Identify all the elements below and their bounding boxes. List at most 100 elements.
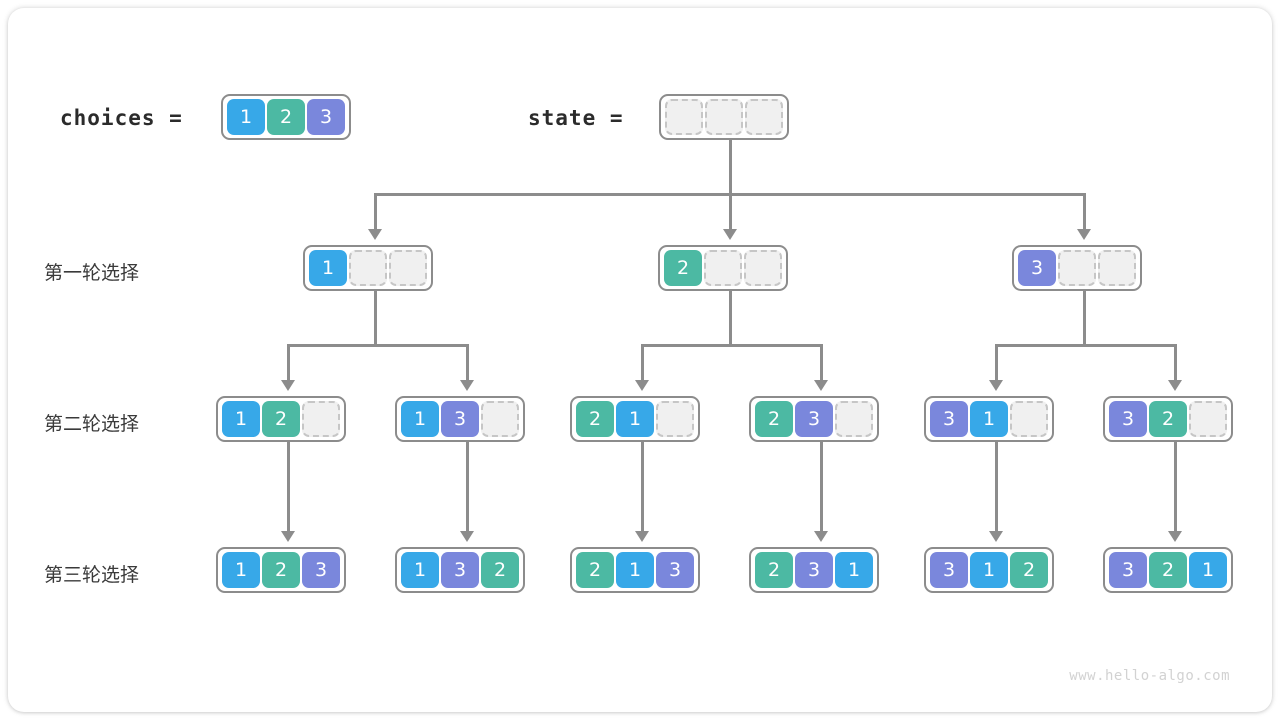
connector-arrow [635,531,649,542]
connector-line [1083,291,1086,345]
round2-node5-cell-2: 1 [970,401,1008,437]
connector-arrow [814,531,828,542]
connector-arrow [1168,380,1182,391]
round2-node4-cell-1: 2 [755,401,793,437]
connector-arrow [989,380,1003,391]
round3-node6-cell-2: 2 [1149,552,1187,588]
connector-line [288,344,469,347]
node-round1-1: 1 [303,245,433,291]
round3-node3-cell-2: 1 [616,552,654,588]
node-round1-2: 2 [658,245,788,291]
choices-label: choices = [60,106,183,130]
connector-arrow [723,229,737,240]
round1-node3-cell-3 [1098,250,1136,286]
round1-node2-cell-1: 2 [664,250,702,286]
row-label-round-3: 第三轮选择 [44,564,140,586]
state-array [659,94,789,140]
round3-node2-cell-2: 3 [441,552,479,588]
round3-node5-cell-3: 2 [1010,552,1048,588]
watermark: www.hello-algo.com [1069,668,1230,684]
round2-node3-cell-2: 1 [616,401,654,437]
connector-arrow [281,531,295,542]
state-cell-1 [665,99,703,135]
connector-arrow [635,380,649,391]
connector-arrow [814,380,828,391]
connector-line [287,442,290,533]
round2-node4-cell-2: 3 [795,401,833,437]
round3-node6-cell-3: 1 [1189,552,1227,588]
row-label-round-1: 第一轮选择 [44,262,140,284]
round2-node1-cell-2: 2 [262,401,300,437]
round3-node3-cell-1: 2 [576,552,614,588]
round3-node5-cell-2: 1 [970,552,1008,588]
round2-node3-cell-3 [656,401,694,437]
round3-node1-cell-3: 3 [302,552,340,588]
round3-node2-cell-3: 2 [481,552,519,588]
round1-node2-cell-2 [704,250,742,286]
round2-node6-cell-3 [1189,401,1227,437]
round2-node2-cell-2: 3 [441,401,479,437]
connector-arrow [1168,531,1182,542]
round2-node1-cell-3 [302,401,340,437]
round1-node1-cell-3 [389,250,427,286]
connector-line [287,344,290,382]
round1-node1-cell-1: 1 [309,250,347,286]
connector-line [374,291,377,345]
connector-arrow [989,531,1003,542]
round1-node1-cell-2 [349,250,387,286]
round3-node1-cell-1: 1 [222,552,260,588]
round3-node1-cell-2: 2 [262,552,300,588]
connector-line [729,140,732,194]
state-cell-3 [745,99,783,135]
row-label-round-2: 第二轮选择 [44,413,140,435]
round2-node6-cell-1: 3 [1109,401,1147,437]
round2-node2-cell-1: 1 [401,401,439,437]
choices-cell-1: 1 [227,99,265,135]
connector-line [729,291,732,345]
round3-node5-cell-1: 3 [930,552,968,588]
round2-node3-cell-1: 2 [576,401,614,437]
round1-node3-cell-1: 3 [1018,250,1056,286]
connector-line [729,193,732,231]
connector-line [820,344,823,382]
connector-line [1174,442,1177,533]
round3-node6-cell-1: 3 [1109,552,1147,588]
choices-cell-2: 2 [267,99,305,135]
connector-line [996,344,1177,347]
round2-node5-cell-1: 3 [930,401,968,437]
state-cell-2 [705,99,743,135]
round2-node6-cell-2: 2 [1149,401,1187,437]
connector-line [1174,344,1177,382]
connector-arrow [1077,229,1091,240]
connector-line [641,442,644,533]
round2-node2-cell-3 [481,401,519,437]
connector-line [820,442,823,533]
connector-line [641,344,644,382]
connector-arrow [368,229,382,240]
connector-line [466,442,469,533]
connector-line [642,344,823,347]
round2-node5-cell-3 [1010,401,1048,437]
round3-node4-cell-3: 1 [835,552,873,588]
round1-node3-cell-2 [1058,250,1096,286]
round3-node4-cell-1: 2 [755,552,793,588]
connector-line [1083,193,1086,231]
connector-line [995,344,998,382]
round1-node2-cell-3 [744,250,782,286]
connector-arrow [460,531,474,542]
state-label: state = [528,106,624,130]
connector-line [374,193,377,231]
